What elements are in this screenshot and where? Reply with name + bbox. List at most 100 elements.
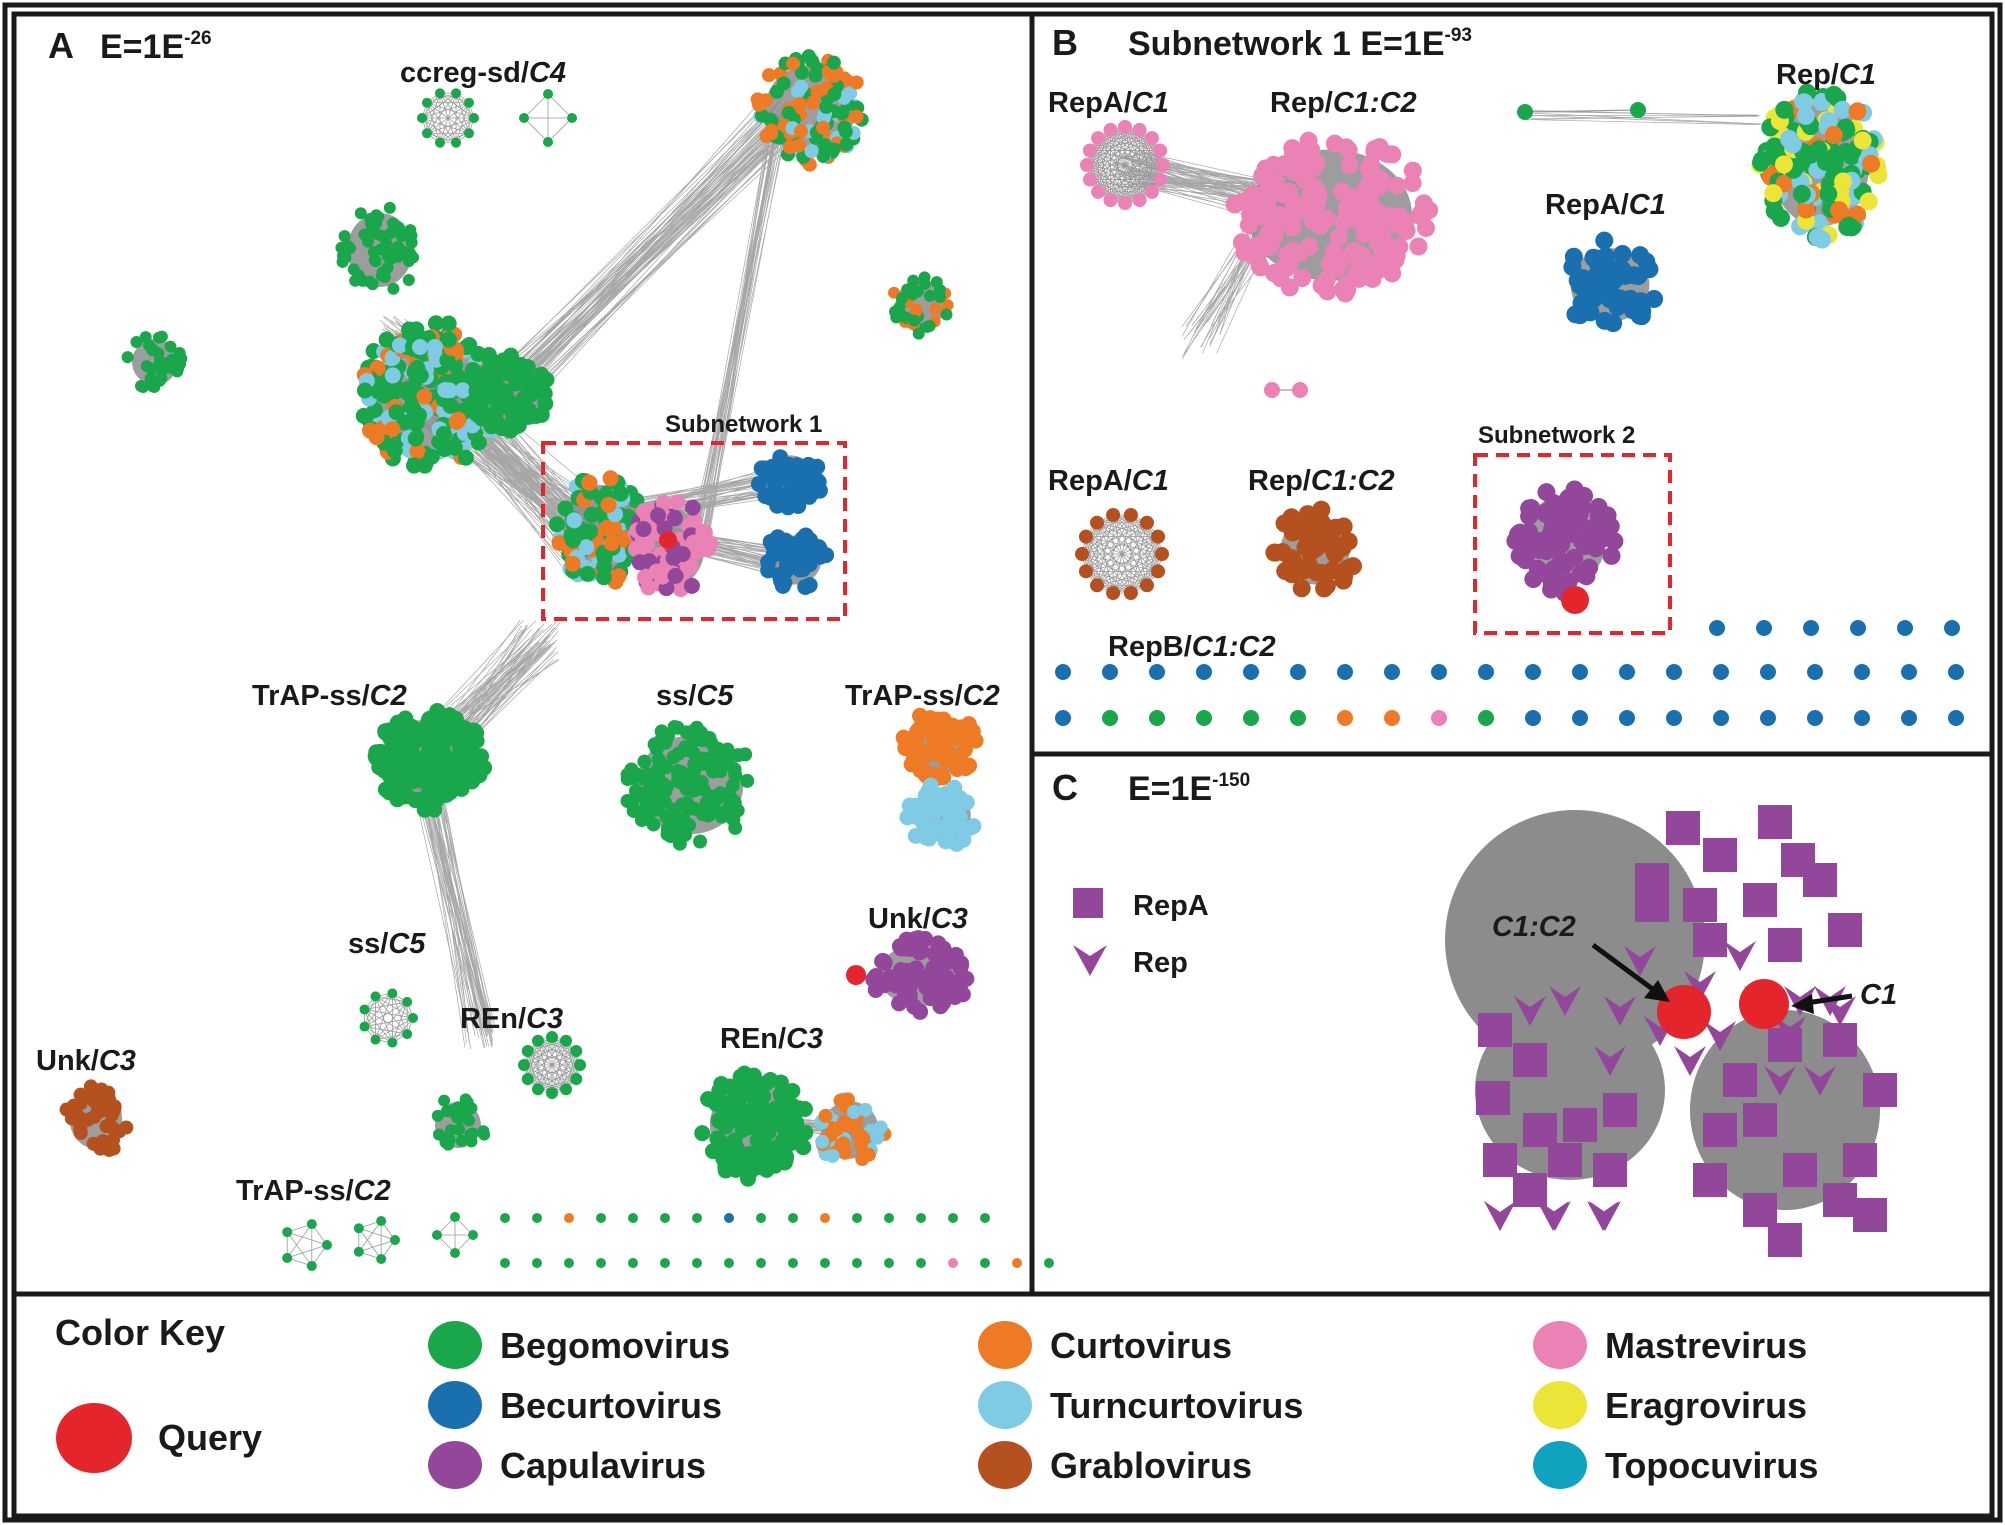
cluster-label-trap-ss-c2-a: TrAP-ss/C2 (252, 680, 407, 712)
swatch-capulavirus-icon (428, 1441, 482, 1489)
cluster-label-trap-ss-c2-c: TrAP-ss/C2 (236, 1175, 391, 1207)
swatch-begomovirus-icon (428, 1321, 482, 1369)
key-label-becurtovirus: Becurtovirus (500, 1385, 722, 1426)
cluster-a-begomo-3 (335, 201, 420, 295)
cluster-a-begomo-2 (465, 347, 555, 439)
cluster-label-b-rep-c1: Rep/C1 (1776, 59, 1876, 91)
key-label-curtovirus: Curtovirus (1050, 1325, 1232, 1366)
color-key-title: Color Key (55, 1312, 225, 1353)
query-label: Query (158, 1417, 262, 1458)
cluster-sub1-blue-a (750, 449, 828, 516)
cluster-a-begomo-main (355, 315, 506, 474)
subnetwork-1-label: Subnetwork 1 (665, 411, 822, 438)
swatch-becurtovirus-icon (428, 1381, 482, 1429)
query-node-c1c2 (1657, 985, 1711, 1039)
cluster-a-small-left (121, 330, 188, 394)
panel-c-network (1445, 805, 1897, 1257)
subnetwork-2-box (1473, 453, 1672, 635)
query-node-a (659, 531, 677, 549)
swatch-mastrevirus-icon (1533, 1321, 1587, 1369)
panel-a-title: E=1E-26 (100, 28, 212, 66)
swatch-eragrovirus-icon (1533, 1381, 1587, 1429)
cluster-ccreg-tri (519, 89, 577, 147)
cluster-a-right-mix (888, 271, 954, 340)
arrow-c1c2-head-icon (1644, 980, 1670, 1002)
cluster-unk-c3-capula (865, 930, 975, 1020)
cluster-ren-c3-main (694, 1065, 814, 1187)
key-label-mastrevirus: Mastrevirus (1605, 1325, 1807, 1366)
b-dot-row-3 (1055, 710, 1964, 726)
cluster-label-ss-c5-b: ss/C5 (348, 928, 426, 960)
b-pair-pink (1264, 382, 1308, 398)
query-node-a2 (846, 965, 866, 985)
legend-rep-label: Rep (1133, 947, 1188, 979)
cluster-ren-c3-left (431, 1093, 491, 1151)
cluster-label-b-repa-c1-b: RepA/C1 (1545, 189, 1666, 221)
legend-repa-square-icon (1073, 888, 1103, 918)
cluster-label-b-rep-c1c2-a: Rep/C1:C2 (1270, 87, 1417, 119)
swatch-grablovirus-icon (978, 1441, 1032, 1489)
cluster-trap-ss-turn (899, 777, 982, 852)
arrow-c1-head-icon (1791, 994, 1814, 1014)
key-label-turncurtovirus: Turncurtovirus (1050, 1385, 1303, 1426)
query-swatch-icon (56, 1403, 132, 1473)
arrow-label-c1-c2: C1:C2 (1492, 911, 1576, 943)
key-label-capulavirus: Capulavirus (500, 1445, 706, 1486)
network-nodes (59, 49, 1964, 1271)
cluster-label-trap-ss-c2-b: TrAP-ss/C2 (845, 680, 1000, 712)
cluster-trap-ss-curt (895, 707, 984, 787)
b-dot-row-2 (1055, 664, 1964, 680)
cluster-b-rep-c1c2-pink (1225, 131, 1439, 303)
cluster-label-b-repa-c1-c: RepA/C1 (1048, 465, 1169, 497)
b-pair-green (1517, 102, 1646, 120)
key-label-eragrovirus: Eragrovirus (1605, 1385, 1807, 1426)
arrow-label-c1: C1 (1860, 979, 1897, 1011)
legend-repa-label: RepA (1133, 890, 1209, 922)
cluster-trap-ring-c (432, 1212, 478, 1258)
swatch-curtovirus-icon (978, 1321, 1032, 1369)
cluster-ren-c3-curt (814, 1092, 892, 1166)
subnetwork-1-box (541, 441, 847, 621)
cluster-label-b-rep-c1c2-b: Rep/C1:C2 (1248, 465, 1395, 497)
cluster-label-b-repa-c1-a: RepA/C1 (1048, 87, 1169, 119)
panel-b-title: Subnetwork 1 E=1E-93 (1128, 25, 1472, 63)
key-label-topocuvirus: Topocuvirus (1605, 1445, 1818, 1486)
query-node-b (1561, 586, 1589, 614)
arrow-c1c2-line (1591, 942, 1664, 999)
legend-rep-chevron-icon (1073, 945, 1107, 976)
cluster-label-unk-c3-a: Unk/C3 (868, 903, 968, 935)
query-node-c1 (1739, 979, 1789, 1029)
cluster-ren-c3-small (518, 1031, 586, 1099)
cluster-b-capula (1506, 480, 1624, 604)
cluster-label-ren-c3-a: REn/C3 (460, 1003, 563, 1035)
panel-c-title: E=1E-150 (1128, 770, 1250, 808)
cluster-trap-ring-a (282, 1219, 332, 1271)
cluster-b-repa-brown (1075, 508, 1169, 600)
cluster-ss-c5-small (359, 988, 418, 1048)
subnetwork-2-label: Subnetwork 2 (1478, 422, 1635, 449)
panel-c-letter: C (1052, 767, 1078, 808)
swatch-topocuvirus-icon (1533, 1441, 1587, 1489)
cluster-ss-c5 (620, 719, 755, 851)
color-key-frame (11, 1291, 1995, 1519)
cluster-sub1-blue-b (760, 527, 835, 595)
cluster-label-unk-c3-b: Unk/C3 (36, 1045, 136, 1077)
cluster-sub1-green (548, 470, 649, 590)
key-label-begomovirus: Begomovirus (500, 1325, 730, 1366)
cluster-label-ren-c3-b: REn/C3 (720, 1023, 823, 1055)
cluster-trap-ss-main (367, 702, 493, 818)
cluster-b-rep-c1 (1751, 83, 1888, 249)
cluster-ccreg-top (750, 49, 869, 172)
b-dot-row-1 (1709, 620, 1960, 636)
cluster-label-ss-c5-a: ss/C5 (656, 680, 734, 712)
cluster-b-repa-blue (1563, 231, 1664, 333)
cluster-trap-ring-b (353, 1215, 400, 1265)
cluster-unk-c3-grablo (59, 1079, 134, 1157)
cluster-ccreg-ring (417, 88, 479, 148)
swatch-turncurtovirus-icon (978, 1381, 1032, 1429)
cluster-label-b-repb-c1c2: RepB/C1:C2 (1108, 631, 1276, 663)
key-label-grablovirus: Grablovirus (1050, 1445, 1252, 1486)
bottom-row2 (500, 1258, 1054, 1268)
